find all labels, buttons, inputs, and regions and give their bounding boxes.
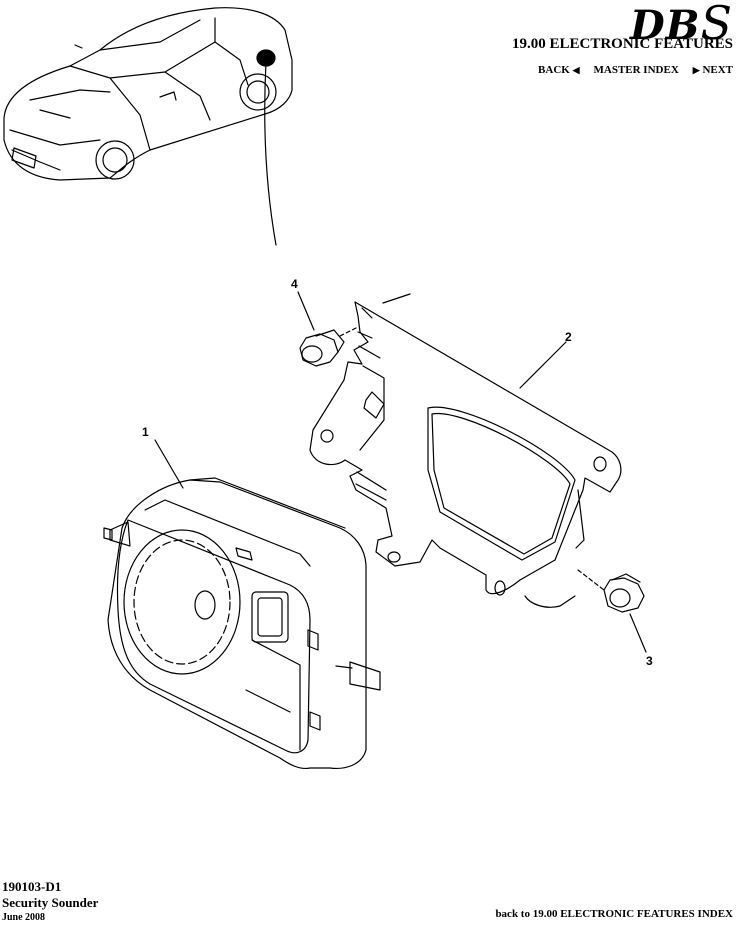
leader-line-2	[519, 341, 567, 389]
back-to-index-link[interactable]: back to 19.00 ELECTRONIC FEATURES INDEX	[495, 908, 733, 920]
callout-3: 3	[646, 654, 653, 668]
location-leader-line	[264, 61, 277, 246]
dbs-logo: DBS	[629, 0, 733, 50]
master-index-link[interactable]: MASTER INDEX	[593, 64, 679, 76]
left-arrow-icon: ◀	[572, 65, 580, 75]
security-sounder	[103, 477, 381, 770]
leader-line-4	[297, 291, 315, 331]
section-title: 19.00 ELECTRONIC FEATURES	[511, 36, 733, 52]
callout-1: 1	[142, 425, 149, 439]
callout-2: 2	[565, 330, 572, 344]
right-arrow-icon: ▶	[692, 65, 700, 75]
bracket	[309, 293, 622, 608]
leader-line-3	[629, 613, 647, 653]
leader-line-1	[154, 439, 184, 489]
drawing-date: June 2008	[2, 911, 46, 923]
drawing-code: 190103-D1	[2, 879, 62, 894]
footer-info: 190103-D1 Security Sounder June 2008	[2, 879, 98, 924]
back-link[interactable]: BACK ◀	[538, 64, 580, 76]
nav-bar: BACK ◀ MASTER INDEX ▶ NEXT	[538, 64, 733, 76]
callout-4: 4	[291, 277, 298, 291]
nut-3	[577, 569, 645, 613]
next-link[interactable]: ▶ NEXT	[692, 64, 733, 76]
car-illustration	[3, 7, 293, 181]
nut-4	[299, 327, 357, 367]
drawing-name: Security Sounder	[2, 895, 99, 911]
